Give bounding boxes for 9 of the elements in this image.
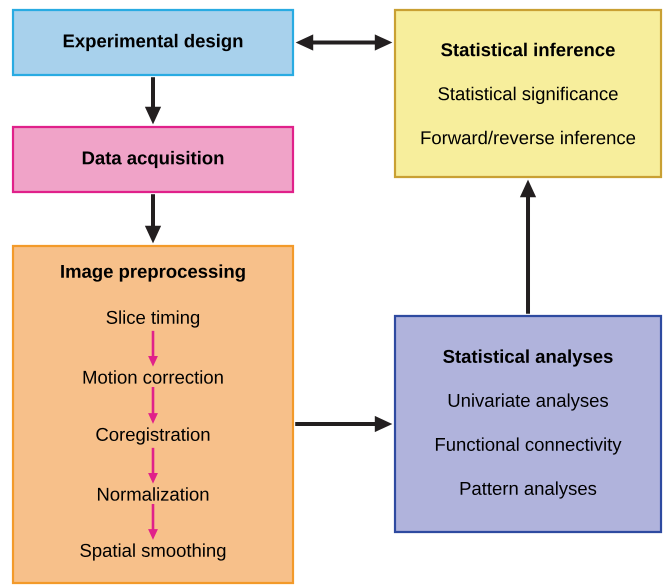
step-label: Coregistration <box>96 427 210 445</box>
process-box: Experimental design <box>12 8 294 76</box>
process-box: Data acquisition <box>12 126 294 194</box>
step-label: Slice timing <box>106 310 200 328</box>
process-box: Statistical analyses Univariate analyses Functional connectivity Pattern analyses <box>394 314 662 534</box>
step-label: Spatial smoothing <box>80 543 226 561</box>
step-label: Motion correction <box>84 370 223 384</box>
step-label: Normalization <box>98 487 208 501</box>
process-box: Statistical inference Statistical significance Forward/reverse inference <box>394 8 662 178</box>
